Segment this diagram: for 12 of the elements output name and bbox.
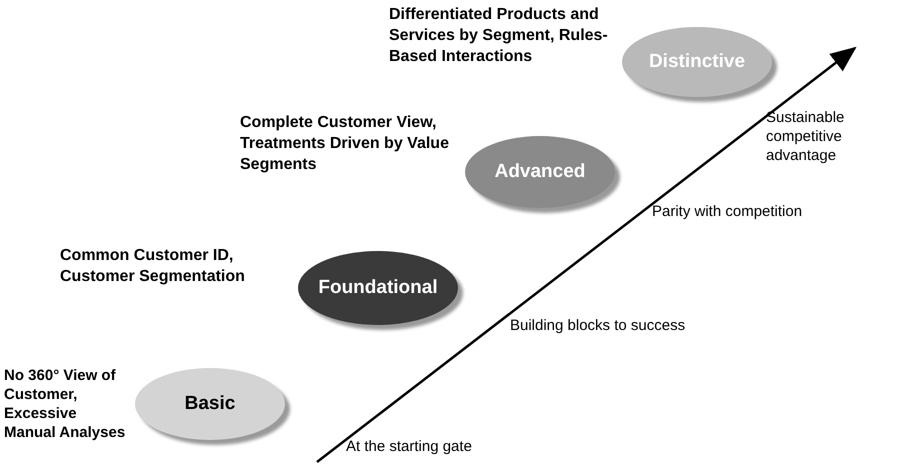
arrow-label: Sustainable competitive advantage	[766, 108, 846, 165]
arrow-label: At the starting gate	[346, 437, 473, 456]
arrow-label: Building blocks to success	[510, 316, 686, 335]
stage-description: Common Customer ID, Customer Segmentation	[60, 246, 246, 287]
arrow-label: Parity with competition	[652, 202, 804, 221]
stage-description: Differentiated Products and Services by Segment, Rules-Based Interactions	[389, 5, 609, 67]
stage-name: Advanced	[494, 161, 586, 183]
stage-description: No 360° View of Customer, Excessive Manual Analyses	[4, 366, 126, 442]
stage-description: Complete Customer View, Treatments Driven by Value Segments	[240, 113, 450, 175]
stage-name: Distinctive	[648, 51, 746, 73]
stage-name: Foundational	[318, 277, 438, 299]
stage-name: Basic	[184, 393, 236, 415]
